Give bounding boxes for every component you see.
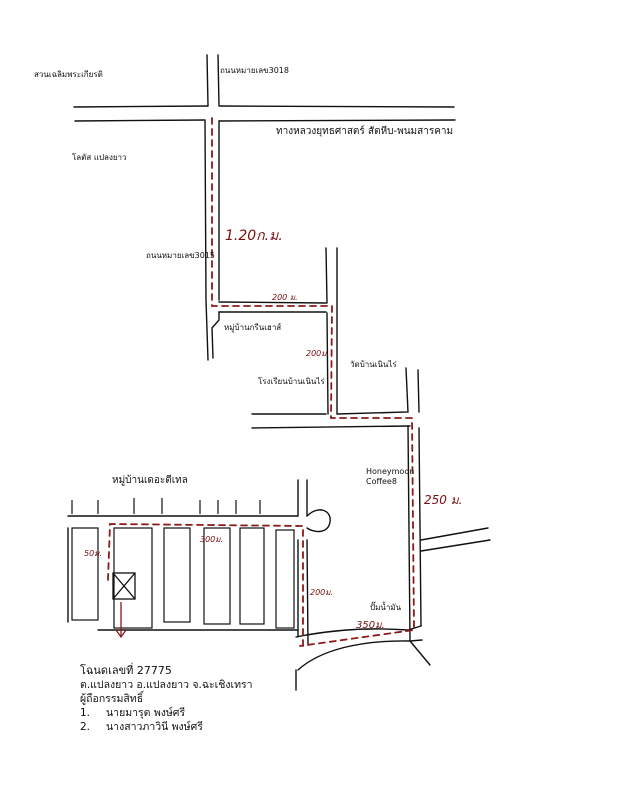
- distance-6: 50ม.: [84, 549, 102, 558]
- road-3015-left: [204, 120, 209, 361]
- road-3018-left: [206, 54, 209, 107]
- village-plots: [71, 498, 295, 629]
- road-3015-label: ถนนหมายเลข3015: [146, 251, 215, 260]
- village-road-top: [297, 479, 308, 517]
- east-road-right: [417, 369, 420, 413]
- distance-5: 300ม.: [200, 535, 223, 544]
- distance-3: 200ม.: [306, 349, 329, 358]
- highway-lower-edge: [74, 119, 456, 122]
- route-path: [107, 117, 415, 647]
- owner-number: 1.: [80, 707, 91, 719]
- highway-upper-edge: [73, 105, 455, 108]
- distance-7: 200ม.: [310, 588, 333, 597]
- cafe-label-line2: Coffee8: [366, 477, 397, 486]
- deed-location: ต.แปลงยาว อ.แปลงยาว จ.ฉะเชิงเทรา: [80, 679, 253, 691]
- bottom-road-upper: [295, 625, 422, 638]
- owner-row: 1. นายมารุต พงษ์ศรี: [80, 706, 480, 720]
- cafe-label-line1: Honeymoon: [366, 467, 414, 476]
- temple-road-lower: [251, 425, 411, 429]
- village-roundabout: [306, 509, 331, 533]
- distance-4: 250 ม.: [424, 493, 462, 507]
- target-lot: [112, 572, 136, 639]
- soi-stub: [211, 311, 220, 359]
- owner-row: 2. นางสาวภาวินี พงษ์ศรี: [80, 720, 480, 734]
- owner-number: 2.: [80, 721, 91, 733]
- lotus-label: โลตัส แปลงยาว: [72, 152, 127, 162]
- school-label: โรงเรียนบ้านเนินไร่: [258, 376, 325, 386]
- owner-name: นางสาวภาวินี พงษ์ศรี: [106, 721, 203, 733]
- village-road-right: [306, 539, 309, 646]
- temple-road-upper: [336, 367, 409, 415]
- road-3018-right: [217, 54, 220, 107]
- deed-number: โฉนดเลขที่ 27775: [80, 664, 172, 677]
- highway-label: ทางหลวงยุทธศาสตร์ สัตหีบ-พนมสารคาม: [276, 125, 453, 137]
- distance-2: 200 ม.: [272, 293, 298, 302]
- park-label: สวนเฉลิมพระเกียรติ: [34, 70, 103, 79]
- bottom-road-lower: [297, 639, 423, 671]
- soi-upper-edge: [218, 301, 327, 304]
- roads: [67, 54, 491, 691]
- temple-label: วัดบ้านเนินไร่: [350, 360, 397, 369]
- bottom-road-exit: [409, 640, 431, 666]
- east-road-right-lower: [418, 427, 422, 627]
- soi-vertical-left: [325, 247, 329, 415]
- green-village-label: หมู่บ้านกรีนเฮาส์: [224, 322, 281, 333]
- gas-station-label: ปั๊มน้ำมัน: [370, 601, 402, 612]
- the-title-village-label: หมู่บ้านเดอะตีเทล: [112, 474, 188, 486]
- road-3018-label: ถนนหมายเลข3018: [220, 66, 289, 75]
- owner-name: นายมารุต พงษ์ศรี: [106, 707, 186, 719]
- village-road-left: [295, 539, 299, 691]
- east-branch: [420, 527, 491, 552]
- distance-1: 1.20ก.ม.: [225, 228, 283, 244]
- east-road-left: [407, 425, 411, 641]
- owners-title: ผู้ถือกรรมสิทธิ์: [80, 693, 144, 705]
- distance-8: 350ม.: [356, 620, 385, 631]
- deed-info: โฉนดเลขที่ 27775 ต.แปลงยาว อ.แปลงยาว จ.ฉ…: [80, 664, 480, 734]
